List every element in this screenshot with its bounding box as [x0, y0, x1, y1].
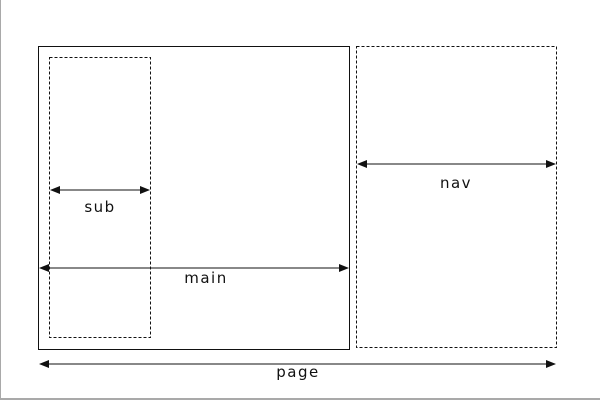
nav-label: nav	[440, 174, 472, 192]
main-label: main	[184, 269, 227, 287]
frame-bottom-edge	[0, 398, 600, 400]
nav-box	[356, 46, 557, 348]
main-box	[38, 46, 350, 350]
page-label: page	[276, 363, 319, 381]
sub-label: sub	[84, 198, 115, 216]
sub-box	[49, 57, 151, 338]
frame-left-edge	[0, 0, 1, 400]
